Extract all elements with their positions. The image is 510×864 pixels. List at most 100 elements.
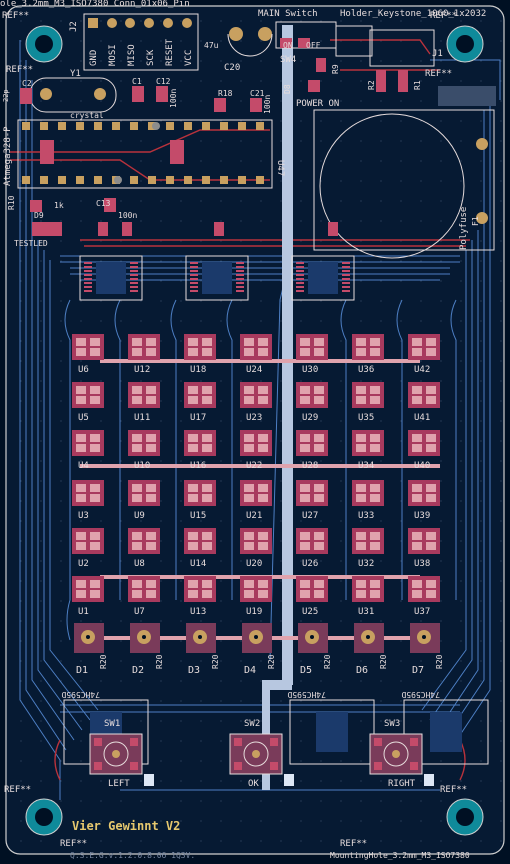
pin-label-vcc: VCC: [184, 50, 194, 66]
led-footprint[interactable]: [296, 334, 328, 360]
led-footprint[interactable]: [128, 576, 160, 602]
atmega-pin: [94, 176, 102, 184]
led-footprint[interactable]: [240, 334, 272, 360]
led-footprint[interactable]: [352, 480, 384, 506]
led-footprint[interactable]: [352, 576, 384, 602]
led-footprint[interactable]: [408, 480, 440, 506]
led-footprint[interactable]: [408, 430, 440, 456]
button-ref: SW1: [104, 719, 120, 729]
led-footprint[interactable]: [72, 334, 104, 360]
led-footprint[interactable]: [72, 430, 104, 456]
f1-ref: F1: [471, 216, 480, 226]
shift-register-pin: [130, 278, 138, 280]
led-footprint[interactable]: [240, 382, 272, 408]
led-footprint[interactable]: [352, 382, 384, 408]
led-ref-label: U6: [78, 365, 89, 375]
led-footprint[interactable]: [408, 382, 440, 408]
led-footprint[interactable]: [184, 382, 216, 408]
button-label: LEFT: [108, 779, 130, 789]
diode-drill: [142, 635, 146, 639]
sw4-body[interactable]: [335, 25, 373, 57]
led-footprint[interactable]: [184, 334, 216, 360]
button-label: OK: [248, 779, 259, 789]
led-footprint[interactable]: [240, 480, 272, 506]
atmega-pin: [148, 176, 156, 184]
led-pad: [356, 494, 366, 502]
led-ref-label: U1: [78, 607, 89, 617]
led-pad: [146, 494, 156, 502]
atmega-pin: [166, 122, 174, 130]
bottom-ic-label: 74HC595D: [401, 690, 440, 699]
led-footprint[interactable]: [128, 334, 160, 360]
c20-pad[interactable]: [229, 27, 243, 41]
led-footprint[interactable]: [408, 576, 440, 602]
led-footprint[interactable]: [352, 334, 384, 360]
resistor-ref-label: R20: [379, 654, 388, 669]
atmega-outline[interactable]: [17, 119, 273, 189]
led-footprint[interactable]: [184, 528, 216, 554]
ref-label: REF**: [340, 839, 367, 849]
led-pad: [426, 348, 436, 356]
diode-drill: [422, 635, 426, 639]
led-footprint[interactable]: [240, 576, 272, 602]
led-pad: [76, 386, 86, 394]
j1-outline[interactable]: [369, 29, 435, 67]
shift-register-pin: [342, 286, 350, 288]
shift-register-pin: [130, 274, 138, 276]
led-pad: [244, 386, 254, 394]
led-pad: [300, 348, 310, 356]
led-footprint[interactable]: [184, 576, 216, 602]
led-footprint[interactable]: [408, 528, 440, 554]
diode-ref-label: D6: [356, 665, 368, 676]
c20-pad[interactable]: [258, 27, 272, 41]
led-pad: [370, 444, 380, 452]
led-pad: [370, 348, 380, 356]
led-footprint[interactable]: [296, 480, 328, 506]
led-footprint[interactable]: [352, 528, 384, 554]
led-pad: [188, 396, 198, 404]
bottom-ic-outline[interactable]: [403, 699, 489, 765]
j2-header-outline[interactable]: [83, 13, 199, 71]
led-footprint[interactable]: [128, 528, 160, 554]
bottom-ic-outline[interactable]: [289, 699, 375, 765]
led-footprint[interactable]: [72, 576, 104, 602]
led-footprint[interactable]: [352, 430, 384, 456]
led-footprint[interactable]: [296, 430, 328, 456]
led-pad: [300, 338, 310, 346]
led-footprint[interactable]: [128, 430, 160, 456]
led-footprint[interactable]: [296, 528, 328, 554]
battery-holder-outline[interactable]: [313, 109, 495, 251]
button-pad: [234, 738, 242, 746]
shift-register-outline[interactable]: [291, 255, 355, 301]
main-switch-label: MAIN Switch: [258, 9, 318, 19]
led-pad: [356, 580, 366, 588]
led-footprint[interactable]: [240, 430, 272, 456]
led-footprint[interactable]: [184, 430, 216, 456]
via: [114, 176, 122, 184]
led-footprint[interactable]: [128, 382, 160, 408]
c20-outline: [227, 33, 273, 57]
led-ref-label: U27: [302, 511, 318, 521]
led-footprint[interactable]: [408, 334, 440, 360]
shift-register-outline[interactable]: [185, 255, 249, 301]
shift-register-outline[interactable]: [79, 255, 143, 301]
power-rail-trace-bend: [262, 680, 292, 690]
led-ref-label: U9: [134, 511, 145, 521]
led-footprint[interactable]: [296, 382, 328, 408]
led-footprint[interactable]: [240, 528, 272, 554]
led-footprint[interactable]: [72, 480, 104, 506]
led-pad: [90, 494, 100, 502]
led-footprint[interactable]: [72, 528, 104, 554]
shift-register-body: [308, 262, 338, 294]
led-footprint[interactable]: [128, 480, 160, 506]
led-footprint[interactable]: [296, 576, 328, 602]
diode-drill: [86, 635, 90, 639]
shift-register-pin: [84, 266, 92, 268]
led-pad: [426, 444, 436, 452]
led-pad: [426, 484, 436, 492]
u47-ref: U47: [275, 160, 285, 176]
led-pad: [300, 542, 310, 550]
led-footprint[interactable]: [184, 480, 216, 506]
led-footprint[interactable]: [72, 382, 104, 408]
